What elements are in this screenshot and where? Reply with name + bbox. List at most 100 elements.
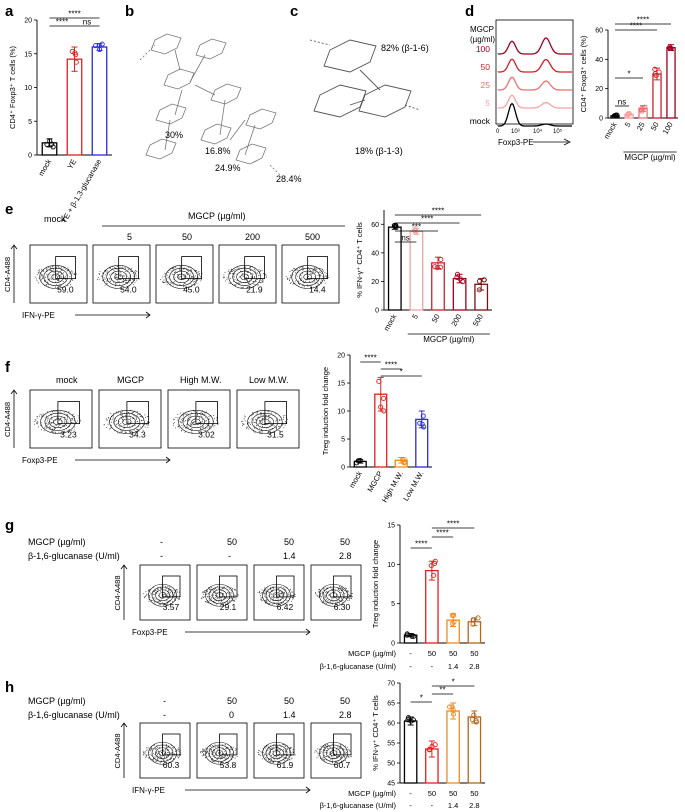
- flow-event: [177, 419, 179, 421]
- flow-gate: [181, 256, 202, 280]
- flow-event: [55, 419, 57, 421]
- flow-event: [272, 424, 274, 426]
- flow-event: [338, 599, 340, 601]
- flow-event: [275, 756, 277, 758]
- x-tick: 10⁴: [533, 128, 543, 135]
- flow-event: [157, 754, 159, 756]
- flow-event: [42, 274, 44, 276]
- flow-event: [154, 589, 156, 591]
- flow-event: [200, 280, 202, 282]
- flow-event: [197, 413, 199, 415]
- flow-event: [237, 282, 239, 284]
- flow-event: [45, 416, 47, 418]
- y-axis-label: CD4-A488: [113, 733, 122, 768]
- flow-event: [224, 753, 226, 755]
- flow-event: [332, 757, 334, 759]
- flow-gate: [162, 575, 181, 598]
- flow-event: [124, 414, 126, 416]
- flow-event: [104, 278, 106, 280]
- significance-label: ****: [68, 10, 80, 19]
- flow-event: [319, 758, 321, 760]
- flow-event: [214, 588, 216, 590]
- glucose-ring: [163, 68, 195, 90]
- flow-event: [155, 761, 157, 763]
- flow-event: [148, 600, 150, 602]
- flow-event: [210, 745, 212, 747]
- flow-event: [166, 278, 168, 280]
- flow-event: [314, 591, 316, 593]
- flow-event: [214, 600, 216, 602]
- flow-event: [291, 752, 293, 754]
- y-tick-label: 0: [599, 116, 603, 123]
- flow-event: [57, 425, 59, 427]
- flow-event: [119, 426, 121, 428]
- flow-event: [230, 590, 232, 592]
- flow-event: [146, 749, 148, 751]
- flow-event: [320, 268, 322, 270]
- flow-event: [116, 265, 118, 267]
- flow-event: [153, 598, 155, 600]
- flow-event: [272, 597, 274, 599]
- flow-event: [103, 424, 105, 426]
- flow-event: [326, 598, 328, 600]
- flow-event: [198, 271, 200, 273]
- flow-event: [231, 273, 233, 275]
- histogram-curve: [497, 37, 572, 55]
- flow-event: [320, 271, 322, 273]
- histogram-label: 25: [481, 80, 491, 90]
- flow-event: [283, 592, 285, 594]
- cell: 0: [229, 710, 234, 720]
- flow-event: [135, 273, 137, 275]
- flow-event: [216, 598, 218, 600]
- flow-event: [224, 751, 226, 753]
- flow-event: [207, 602, 209, 604]
- flow-event: [324, 759, 326, 761]
- bar: [409, 230, 424, 311]
- flow-event: [209, 588, 211, 590]
- flow-event: [294, 595, 296, 597]
- flow-event: [130, 280, 132, 282]
- flow-event: [105, 271, 107, 273]
- flow-event: [145, 594, 147, 596]
- significance-label: ****: [364, 354, 376, 363]
- gate-value: 3.57: [163, 602, 180, 612]
- flow-event: [178, 277, 180, 279]
- flow-event: [156, 752, 158, 754]
- glucose-ring: [155, 103, 187, 125]
- flow-event: [220, 590, 222, 592]
- gate-value: 34.3: [129, 430, 146, 440]
- row-label: β-1,6-glucanase (U/ml): [320, 662, 397, 671]
- flow-event: [163, 279, 165, 281]
- gate-value: 61.9: [277, 760, 294, 770]
- flow-event: [330, 759, 332, 761]
- flow-event: [244, 415, 246, 417]
- flow-event: [204, 751, 206, 753]
- flow-event: [56, 265, 58, 267]
- flow-event: [114, 267, 116, 269]
- header-dose: 200: [245, 232, 260, 242]
- flow-event: [232, 747, 234, 749]
- flow-event: [264, 592, 266, 594]
- flow-event: [183, 275, 185, 277]
- flow-event: [196, 282, 198, 284]
- flow-event: [60, 417, 62, 419]
- flow-event: [188, 270, 190, 272]
- flow-event: [236, 282, 238, 284]
- y-tick-label: 5: [341, 437, 345, 444]
- flow-event: [204, 430, 206, 432]
- flow-event: [146, 747, 148, 749]
- flow-event: [181, 430, 183, 432]
- flow-event: [54, 286, 56, 288]
- flow-event: [58, 431, 60, 433]
- flow-event: [230, 597, 232, 599]
- flow-event: [295, 272, 297, 274]
- flow-event: [310, 272, 312, 274]
- flow-event: [168, 278, 170, 280]
- flow-event: [220, 756, 222, 758]
- flow-event: [123, 275, 125, 277]
- flow-event: [164, 272, 166, 274]
- flow-event: [211, 752, 213, 754]
- flow-event: [328, 594, 330, 596]
- flow-event: [256, 273, 258, 275]
- flow-event: [178, 597, 180, 599]
